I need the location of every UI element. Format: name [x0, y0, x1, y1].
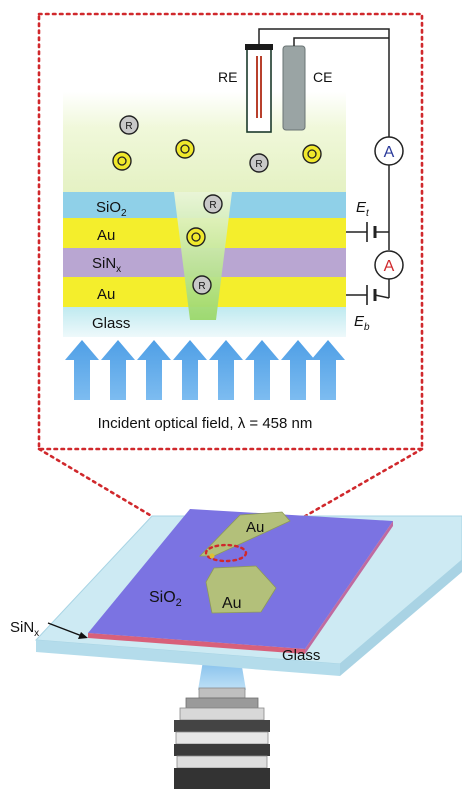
light-arrow — [209, 340, 243, 400]
top-ammeter: A — [374, 136, 404, 166]
bottom-potential-label: Eb — [354, 313, 370, 333]
light-arrow — [137, 340, 171, 400]
svg-text:R: R — [209, 200, 216, 211]
device-au-top-label: Au — [246, 519, 264, 536]
bottom-ammeter: A — [374, 250, 404, 280]
svg-text:R: R — [125, 121, 132, 132]
objective-lens — [174, 687, 270, 789]
oxidized-species-1 — [112, 151, 132, 171]
incident-light-arrows — [65, 340, 345, 400]
oxidized-species-3 — [302, 144, 322, 164]
inset-au-top-label: Au — [97, 227, 115, 244]
oxidized-species-4 — [186, 227, 206, 247]
inset-au-bottom-label: Au — [97, 286, 115, 303]
oxidized-species-2 — [175, 139, 195, 159]
reduced-species-2: R — [249, 153, 269, 173]
nanopore-channel — [174, 192, 232, 320]
svg-text:A: A — [384, 258, 395, 275]
light-arrow — [281, 340, 315, 400]
sinx-pointer-arrow — [47, 622, 88, 639]
light-arrow — [311, 340, 345, 400]
device-glass-label: Glass — [282, 647, 320, 664]
svg-text:R: R — [255, 159, 262, 170]
top-voltage-source — [366, 222, 377, 242]
svg-text:R: R — [198, 281, 205, 292]
re-label: RE — [218, 69, 237, 85]
light-arrow — [65, 340, 99, 400]
inset-sinx-label: SiNx — [92, 255, 121, 275]
device-au-bottom-label: Au — [222, 595, 242, 612]
reduced-species-3: R — [203, 194, 223, 214]
sinx-membrane-edge — [88, 633, 305, 654]
ce-label: CE — [313, 69, 332, 85]
glass-slab-end — [340, 560, 462, 676]
device-illustration: Au Au SiO2 SiNx Glass — [10, 509, 462, 789]
reference-electrode — [245, 44, 273, 133]
device-sinx-label: SiNx — [10, 619, 39, 639]
light-arrow — [245, 340, 279, 400]
device-au-bottom — [205, 565, 277, 614]
inset-sio2-label: SiO2 — [96, 199, 127, 219]
top-potential-label: Et — [356, 199, 370, 219]
pore-spot — [209, 553, 215, 559]
svg-text:A: A — [384, 144, 395, 161]
device-sio2-label: SiO2 — [149, 589, 182, 609]
circuit-wiring — [258, 28, 390, 299]
sinx-membrane-side — [305, 521, 393, 654]
counter-electrode — [282, 45, 306, 131]
inset-glass-label: Glass — [92, 315, 130, 332]
glass-slab-side — [36, 640, 340, 676]
incident-caption: Incident optical field, λ = 458 nm — [98, 415, 313, 432]
light-arrow — [173, 340, 207, 400]
light-arrow — [101, 340, 135, 400]
zoom-spot — [204, 543, 248, 563]
reduced-species-4: R — [192, 275, 212, 295]
bottom-voltage-source — [366, 285, 377, 305]
inset-panel: SiO2 Au SiNx Au Glass R R R R — [63, 28, 404, 432]
reduced-species-1: R — [119, 115, 139, 135]
